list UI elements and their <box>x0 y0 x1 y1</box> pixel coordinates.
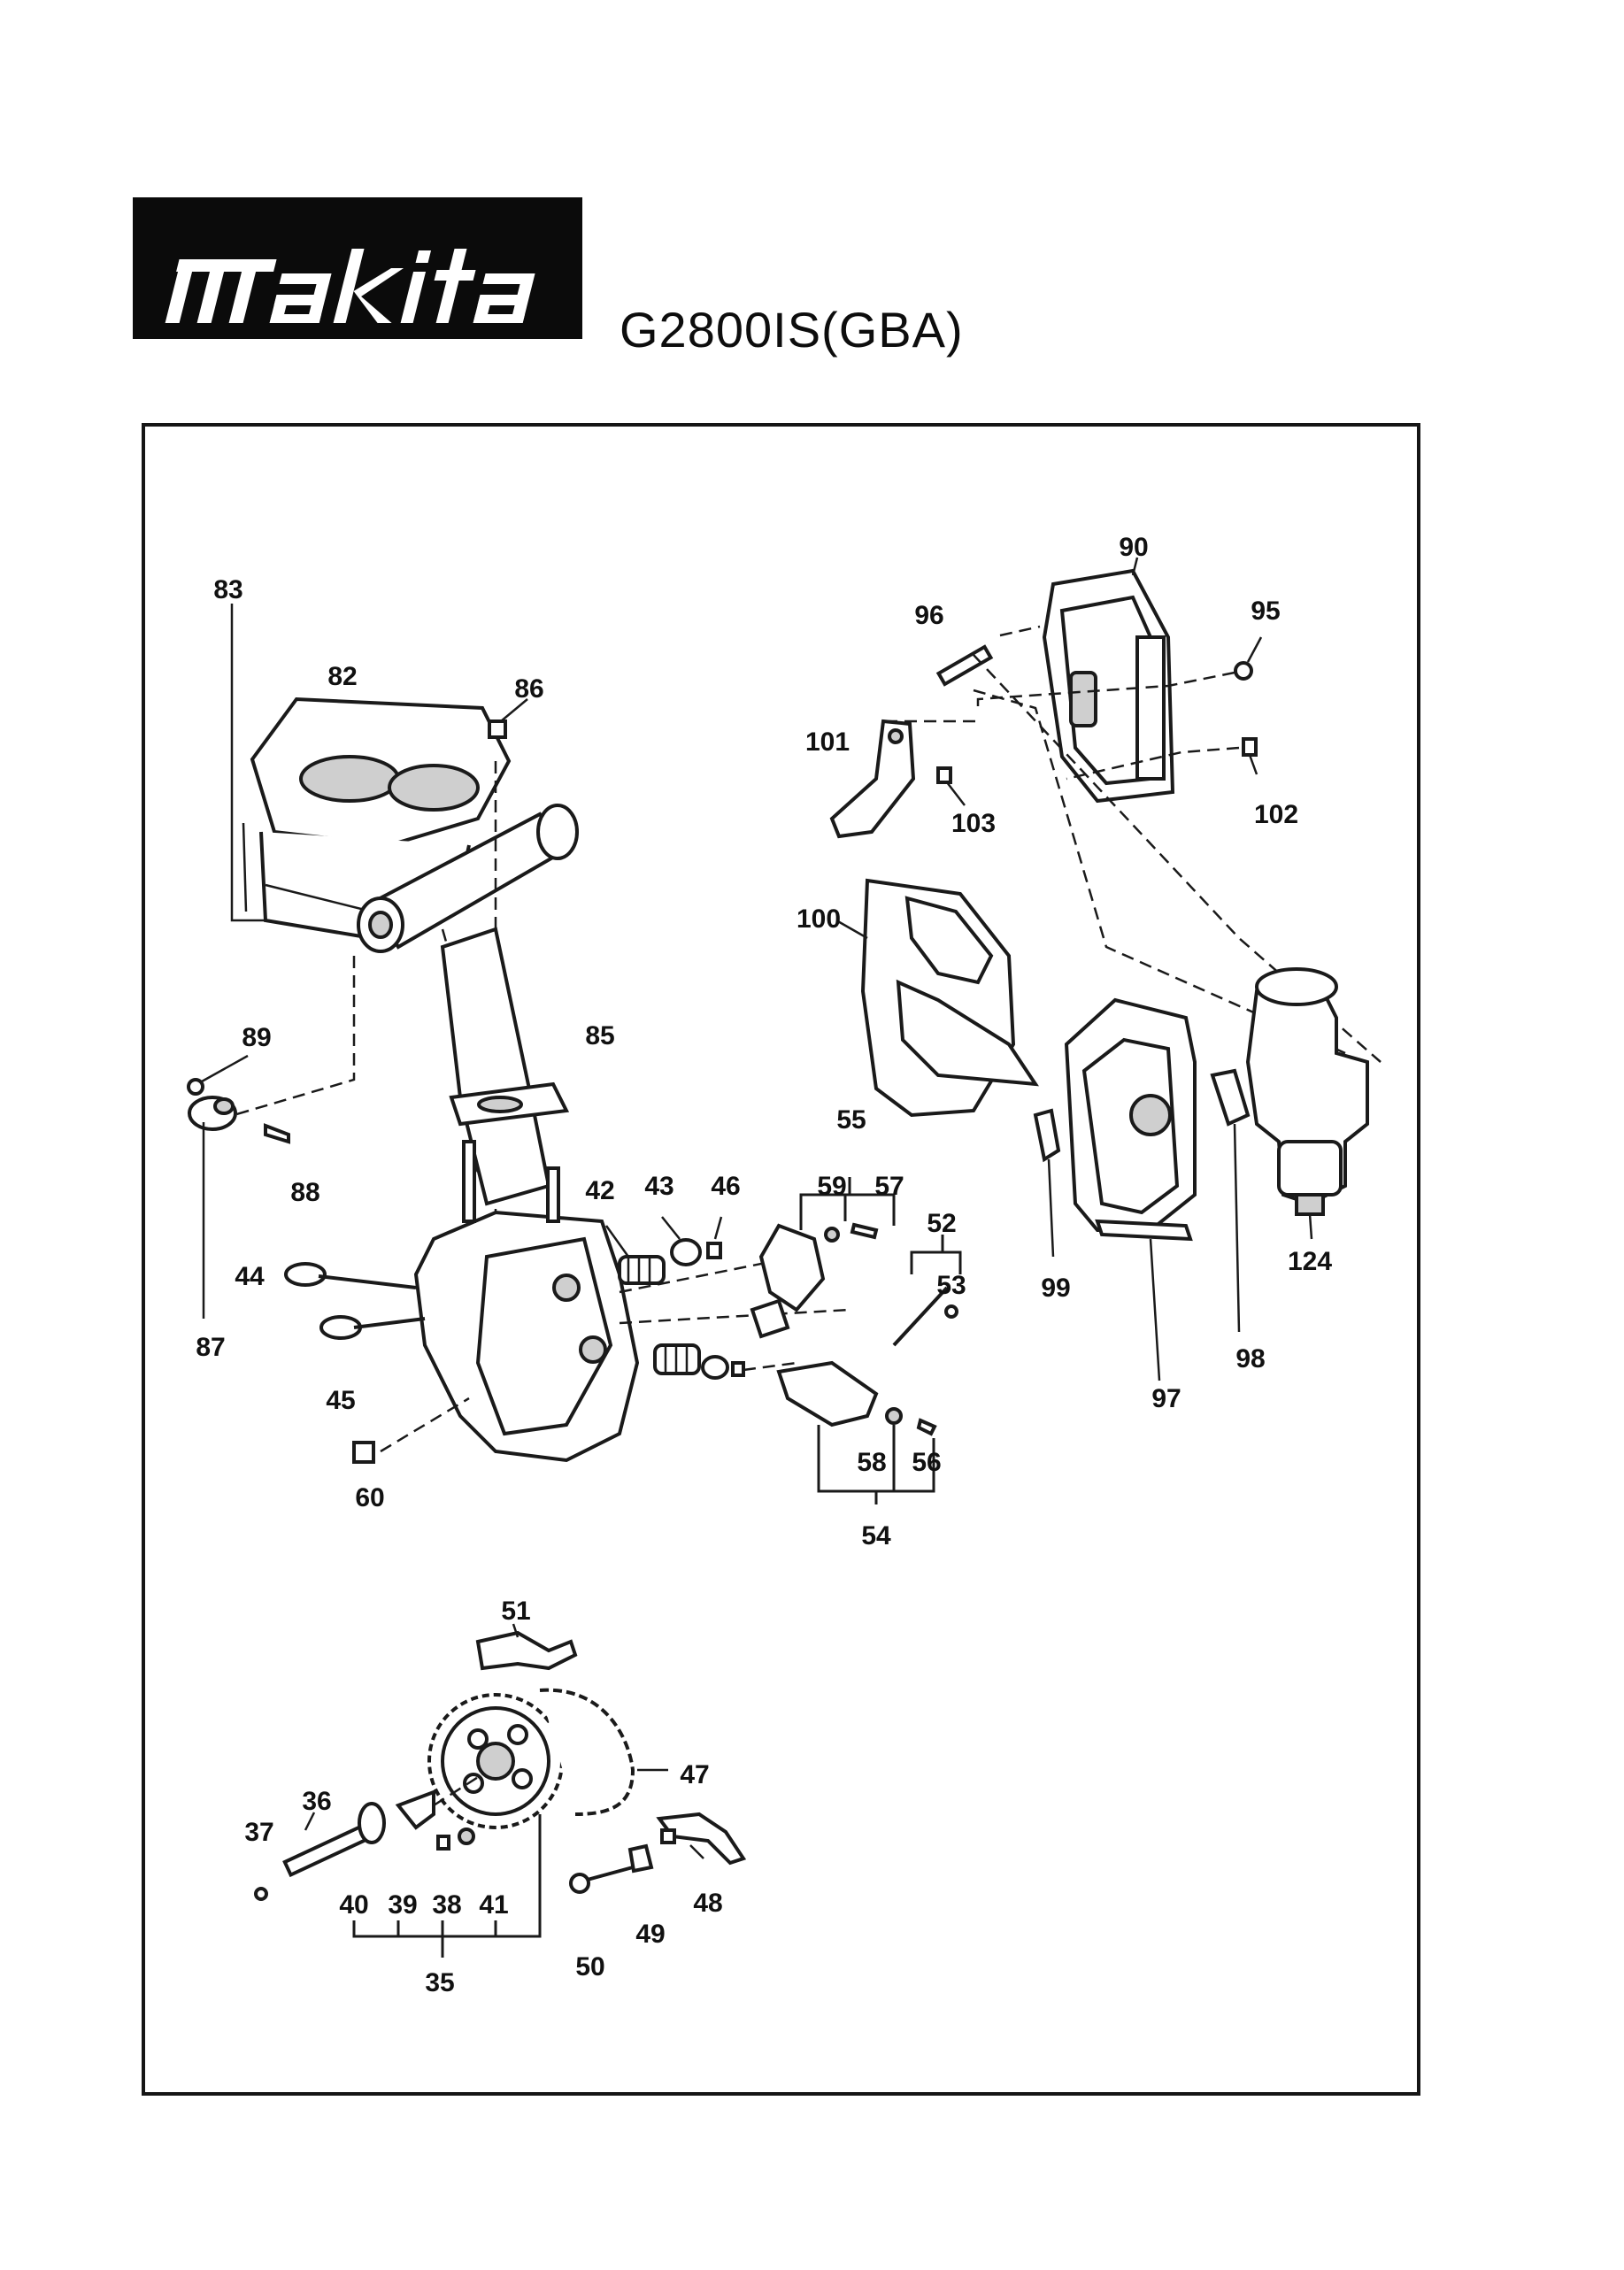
cam-sprocket <box>427 1693 564 1829</box>
chain-guide-51 <box>475 1623 578 1671</box>
bracket-87 <box>187 1054 290 1319</box>
timing-chain-47 <box>539 1688 668 1816</box>
shaft-parts-35 <box>352 1773 542 1958</box>
callout-57: 57 <box>874 1172 904 1201</box>
callout-42: 42 <box>585 1176 614 1205</box>
rocker-arm-55 <box>750 1177 896 1339</box>
nut-86 <box>488 698 528 739</box>
valve-spring-42 <box>604 1225 701 1375</box>
callout-99: 99 <box>1041 1274 1070 1303</box>
callout-51: 51 <box>501 1597 530 1626</box>
exploded-diagram-frame <box>142 423 1420 2096</box>
cotter-46 <box>706 1216 745 1377</box>
pushrod-52 <box>892 1235 962 1347</box>
callout-labels: 83 82 86 89 88 87 85 44 45 60 42 43 46 5… <box>196 533 1332 1997</box>
nut-95 <box>976 636 1263 712</box>
callout-48: 48 <box>693 1889 722 1918</box>
model-number: G2800IS(GBA) <box>620 302 964 358</box>
callout-100: 100 <box>797 904 841 934</box>
air-filter-100 <box>835 878 1039 1118</box>
callout-87: 87 <box>196 1333 225 1362</box>
callout-90: 90 <box>1119 533 1148 562</box>
callout-44: 44 <box>235 1262 265 1291</box>
callout-85: 85 <box>585 1021 614 1050</box>
callout-50: 50 <box>575 1952 604 1981</box>
retainer-43 <box>661 1216 729 1380</box>
makita-logo <box>133 197 582 339</box>
callout-103: 103 <box>951 809 996 838</box>
callout-37: 37 <box>244 1818 273 1847</box>
callout-83: 83 <box>213 575 242 604</box>
carburetor-124 <box>1245 967 1369 1240</box>
callout-45: 45 <box>326 1386 355 1415</box>
callout-38: 38 <box>432 1890 461 1920</box>
callout-82: 82 <box>327 662 357 691</box>
callout-54: 54 <box>861 1521 891 1551</box>
valve-45 <box>319 1315 426 1340</box>
callout-43: 43 <box>644 1172 673 1201</box>
callout-95: 95 <box>1251 596 1280 626</box>
cylinder-head-60 <box>352 1140 640 1464</box>
callout-124: 124 <box>1288 1247 1332 1276</box>
callout-86: 86 <box>514 674 543 704</box>
callout-36: 36 <box>302 1787 331 1816</box>
callout-35: 35 <box>425 1968 454 1997</box>
air-cleaner-case-97 <box>1064 997 1197 1381</box>
tensioner-48 <box>569 1812 747 1894</box>
callout-49: 49 <box>635 1920 665 1949</box>
air-cleaner-cover-90 <box>1042 557 1175 804</box>
callout-102: 102 <box>1254 800 1298 829</box>
callout-52: 52 <box>927 1209 956 1238</box>
callout-88: 88 <box>290 1178 319 1207</box>
gasket-98 <box>1210 1068 1251 1333</box>
muffler-pipe <box>357 804 579 953</box>
callout-60: 60 <box>355 1483 384 1512</box>
valve-44 <box>284 1262 417 1289</box>
callout-46: 46 <box>711 1172 740 1201</box>
callout-101: 101 <box>805 727 850 757</box>
callout-97: 97 <box>1151 1384 1181 1413</box>
callout-53: 53 <box>936 1271 966 1300</box>
callout-39: 39 <box>388 1890 417 1920</box>
gasket-99 <box>1033 1108 1061 1258</box>
pin-96 <box>935 625 1041 687</box>
bolt-102 <box>1066 737 1258 781</box>
callout-59: 59 <box>817 1172 846 1201</box>
callout-89: 89 <box>242 1023 271 1052</box>
callout-96: 96 <box>914 601 943 630</box>
rocker-arm-54 <box>776 1360 937 1504</box>
callout-98: 98 <box>1235 1344 1265 1374</box>
callout-41: 41 <box>479 1890 508 1920</box>
callout-47: 47 <box>680 1760 709 1789</box>
callout-56: 56 <box>912 1448 941 1477</box>
callout-55: 55 <box>836 1105 866 1135</box>
exhaust-pipe <box>440 927 570 1206</box>
callout-58: 58 <box>857 1448 886 1477</box>
callout-40: 40 <box>339 1890 368 1920</box>
